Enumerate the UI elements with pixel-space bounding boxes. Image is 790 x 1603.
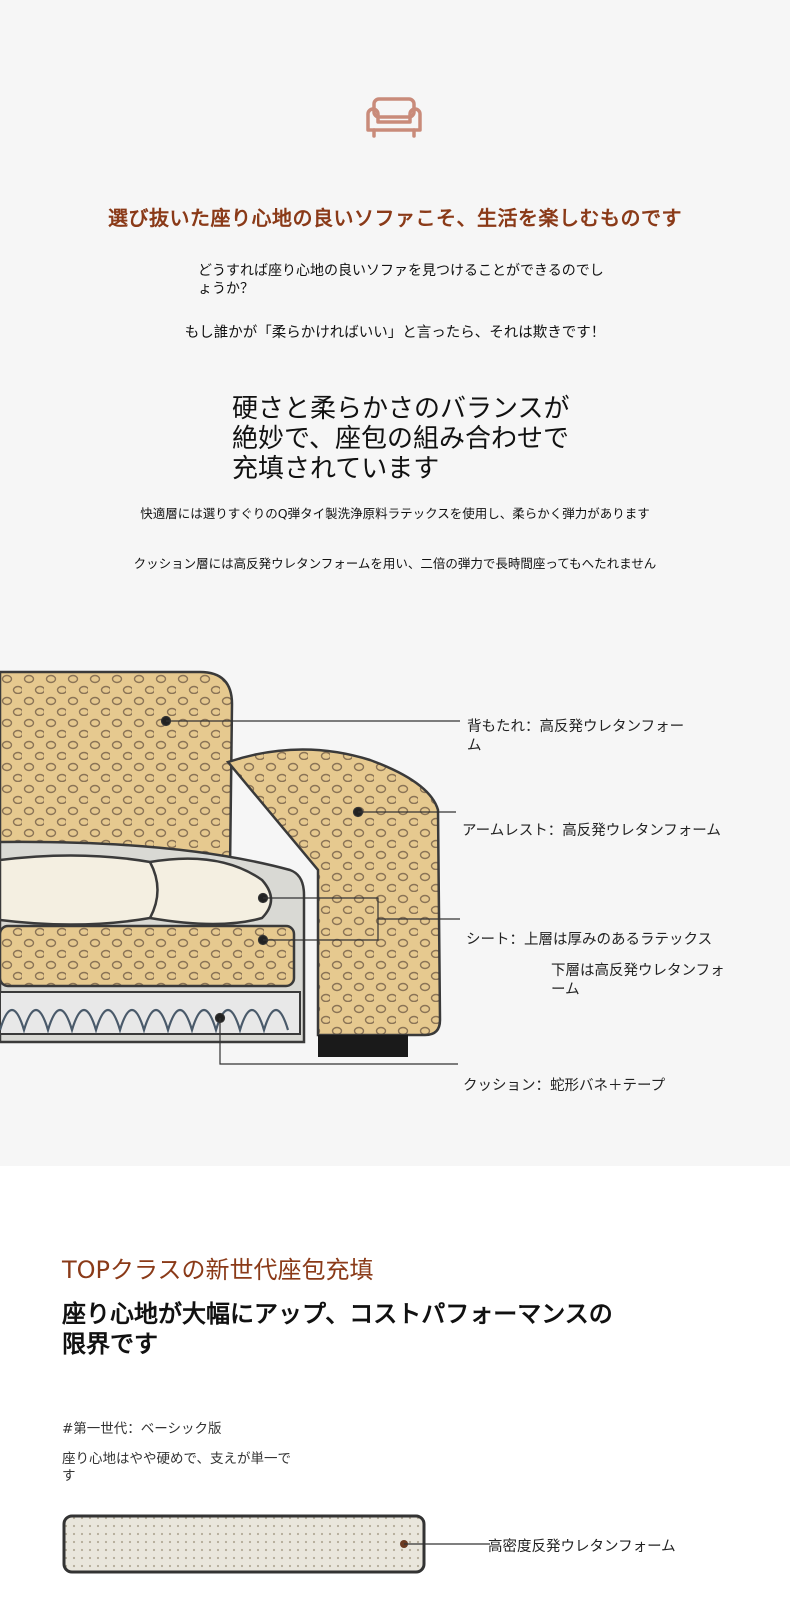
section-subtitle: 座り心地が大幅にアップ、コストパフォーマンスの限界です — [62, 1300, 613, 1358]
seat-label: シート：上層は厚みのあるラテックス — [466, 932, 713, 948]
sofa-icon — [366, 97, 422, 138]
question-text: どうすれば座り心地の良いソファを見つけることができるのでしょうか？ — [198, 263, 604, 297]
armrest-shape — [225, 748, 442, 1037]
section-title: TOPクラスの新世代座包充填 — [62, 1256, 374, 1284]
comfort-layer-text: 快適層には選りすぐりのQ弾タイ製洗浄原料ラテックスを使用し、柔らかく弾力がありま… — [140, 506, 650, 521]
spring-layer-shape — [0, 991, 301, 1035]
foam-layer-shape — [0, 924, 296, 988]
foam-leader-line — [400, 1540, 490, 1548]
armrest-label: アームレスト：高反発ウレタンフォーム — [462, 823, 721, 839]
intro-headline: 選び抜いた座り心地の良いソファこそ、生活を楽しむものです — [108, 206, 682, 230]
claim-text: もし誰かが「柔らかければいい」と言ったら、それは欺きです！ — [184, 325, 606, 341]
sofa-cross-section-diagram — [0, 670, 460, 1065]
backrest-label: 背もたれ：高反発ウレタンフォーム — [467, 719, 685, 754]
first-generation-description: 座り心地はやや硬めで、支えが単一です — [62, 1451, 291, 1484]
cushion-layer-text: クッション層には高反発ウレタンフォームを用い、二倍の弾力で長時間座ってもへたれま… — [133, 556, 657, 571]
foam-label: 高密度反発ウレタンフォーム — [488, 1539, 676, 1555]
seat-lower-label: 下層は高反発ウレタンフォーム — [551, 963, 725, 998]
backrest-shape — [0, 670, 234, 872]
cushion-label: クッション：蛇形バネ＋テープ — [463, 1078, 666, 1094]
balance-title: 硬さと柔らかさのバランスが絶妙で、座包の組み合わせで充填されています — [232, 394, 570, 484]
latex-layer-shape — [0, 854, 273, 926]
foam-block-illustration — [62, 1514, 426, 1574]
sofa-leg-shape — [318, 1035, 408, 1057]
first-generation-label: #第一世代：ベーシック版 — [62, 1421, 222, 1437]
